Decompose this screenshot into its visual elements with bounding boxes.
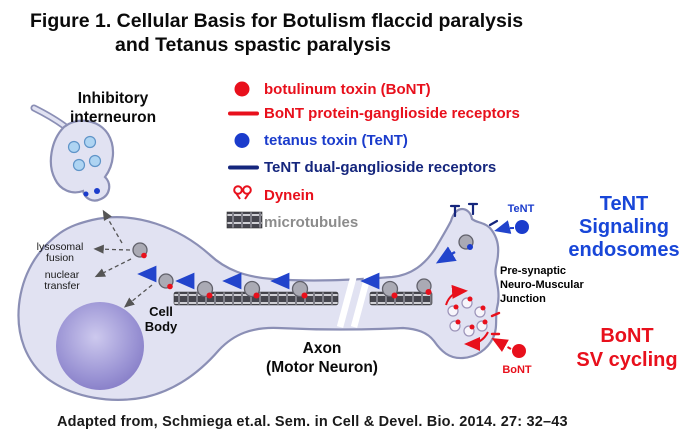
interneuron-vesicle [72,158,86,172]
nuclear-transfer-label-line1: nuclear [45,269,80,281]
nuclear-transfer-label-line2: transfer [44,280,80,292]
sv-cycling-arrow [445,284,468,306]
axon-label-line2: (Motor Neuron) [266,359,378,376]
microtubules-icon [226,211,263,229]
axon-endosome [270,272,309,299]
interneuron-stalk-core [32,106,69,130]
axon-label-line1: Axon [303,340,342,357]
axon-endosome [360,272,399,299]
nuclear-arrow [94,258,132,278]
axon-endosome [222,272,261,299]
sv-cycling-arrow [464,331,489,351]
nucleus-arrow [123,284,153,308]
presynaptic-terminal-detail [435,202,529,358]
tent-signaling-label-line3: endosomes [568,239,679,261]
tent-dot [83,191,89,197]
cell-body-label-line2: Body [145,319,178,334]
soma-sorting [93,209,174,308]
dynein-icon [233,185,252,200]
bont-sv-label-line2: SV cycling [576,349,677,371]
bont-sv-label-line1: BoNT [600,325,653,347]
tent-tag: TeNT [508,203,535,215]
axon-endosome [416,278,432,295]
cell-body-label-line1: Cell [149,304,173,319]
inhibitory-interneuron-label-line1: Inhibitory [78,90,149,107]
attribution: Adapted from, Schmiega et.al. Sem. in Ce… [57,414,568,430]
interneuron-vesicle [83,135,97,149]
figure-title-line1: Figure 1. Cellular Basis for Botulism fl… [30,10,523,32]
nmj-label-line2: Neuro-Muscular [500,279,584,291]
tent-signaling-label-line2: Signaling [579,216,669,238]
lysosomal-fusion-label-line2: fusion [46,252,74,264]
tent-endosome [458,234,474,250]
legend-label-tent-receptor: TeNT dual-ganglioside receptors [264,159,496,176]
botulinum-toxin-icon [234,81,250,97]
figure-title-line2: and Tetanus spastic paralysis [115,34,391,56]
legend-label-microtubules: microtubules [264,214,358,231]
retrograde-arrow [435,246,457,264]
bont-receptor-icon [490,311,501,318]
tent-receptor-icon [488,219,499,227]
legend-label-bont-receptor: BoNT protein-ganglioside receptors [264,105,520,122]
inhibitory-interneuron-label-line2: interneuron [70,109,156,126]
nmj-label-line1: Pre-synaptic [500,265,566,277]
tetanus-toxin-particle [515,220,529,234]
axon-endosome [175,272,214,299]
soma-endosome [137,265,174,290]
nmj-label-line3: Junction [500,293,546,305]
legend-label-tent: tetanus toxin (TeNT) [264,132,408,149]
tent-entry-arrow [494,220,515,234]
inhibitory-interneuron [30,104,115,202]
botulinum-toxin-particle [512,344,526,358]
bont-entry-arrow [491,338,512,352]
transcytosis-arrow [102,209,123,244]
tetanus-toxin-icon [234,133,250,148]
interneuron-vesicle [88,154,102,168]
soma-endosome [132,242,148,259]
sv-cluster [447,296,488,337]
nucleus [56,302,144,390]
lysosomal-arrow [93,244,131,254]
lysosomal-fusion-label-line1: lysosomal [37,241,84,253]
bont-tag: BoNT [502,364,532,376]
legend-label-bont: botulinum toxin (BoNT) [264,81,431,98]
axon-endosomes [175,272,432,299]
legend-label-dynein: Dynein [264,187,314,204]
legend: botulinum toxin (BoNT) BoNT protein-gang… [226,81,520,231]
tent-dot [94,188,100,194]
interneuron-vesicle [67,140,81,154]
tent-signaling-label-line1: TeNT [600,193,649,215]
